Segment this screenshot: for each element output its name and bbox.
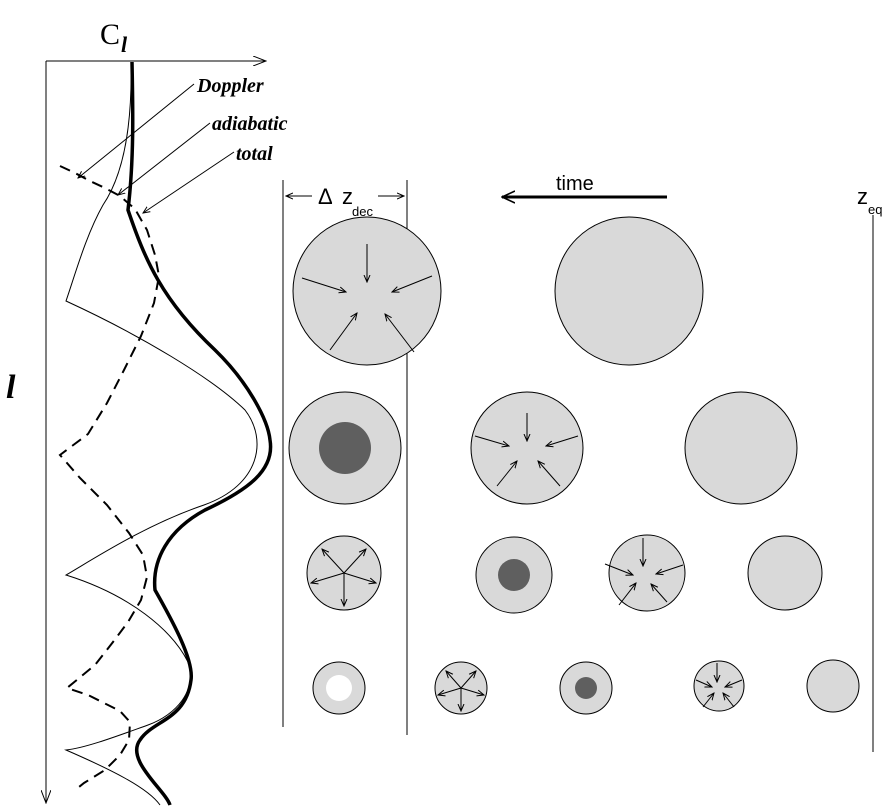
fluid-cell-compressing xyxy=(604,534,686,612)
fluid-cell-compressed-core xyxy=(288,391,402,505)
cl-axis-subscript: l xyxy=(121,32,128,57)
fluid-cell-compressed-core xyxy=(475,536,553,614)
fluid-cell-compressed-core xyxy=(559,661,613,715)
cl-axis-label: C xyxy=(100,18,120,51)
fluid-cell-expanding xyxy=(434,661,488,715)
fluid-cell-uniform xyxy=(554,216,704,366)
fluid-cell-uniform xyxy=(684,391,798,505)
l-axis-label: l xyxy=(6,369,16,406)
doppler-label: Doppler xyxy=(196,75,264,97)
time-label: time xyxy=(556,173,594,195)
z-eq-label: z xyxy=(857,184,868,209)
adiabatic-pointer xyxy=(118,122,211,195)
fluid-cell-compressing xyxy=(470,391,584,505)
spectrum-panel: C l l Doppler adiabatic total xyxy=(6,18,288,806)
doppler-pointer xyxy=(78,83,195,178)
delta-symbol: Δ xyxy=(318,184,333,209)
adiabatic-curve xyxy=(64,61,258,806)
z-dec-label: z xyxy=(342,184,353,209)
oscillation-panel: Δ z dec time z eq xyxy=(282,173,882,752)
doppler-curve xyxy=(58,165,161,792)
fluid-cell-uniform xyxy=(806,659,860,713)
total-pointer xyxy=(143,151,235,213)
adiabatic-label: adiabatic xyxy=(212,113,288,135)
total-label: total xyxy=(236,143,273,165)
fluid-cell-uniform xyxy=(747,535,823,611)
fluid-cell-expanding xyxy=(306,535,382,611)
fluid-cell-compressing xyxy=(292,216,442,366)
total-curve xyxy=(126,61,273,806)
z-eq-subscript: eq xyxy=(868,202,882,217)
z-dec-subscript: dec xyxy=(352,204,373,219)
fluid-cell-compressing xyxy=(693,660,745,712)
fluid-cell-rarefied-core xyxy=(312,661,366,715)
